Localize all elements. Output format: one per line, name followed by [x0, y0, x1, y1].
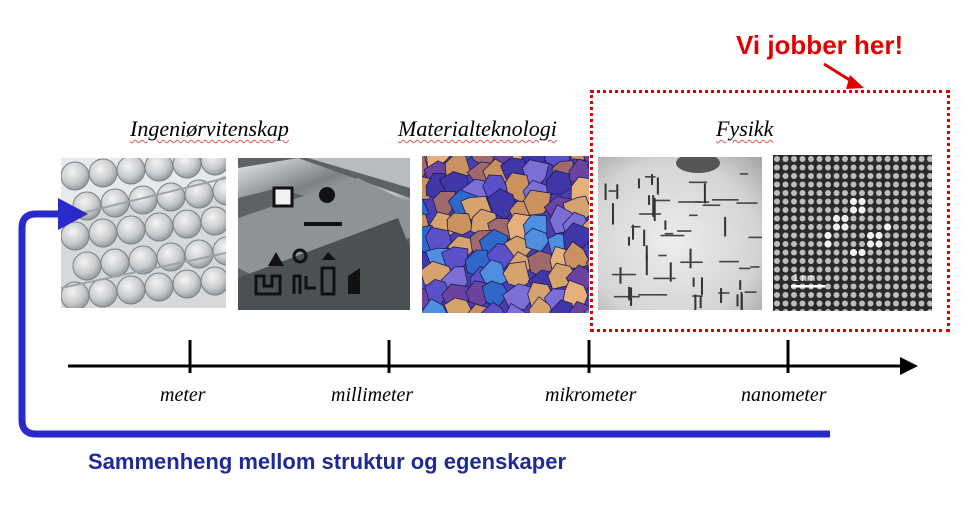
caption-text: Sammenheng mellom struktur og egenskaper [88, 449, 567, 474]
axis-arrowhead-icon [900, 357, 918, 375]
atomic-scalebar [791, 285, 825, 288]
highlight-box [590, 90, 950, 332]
precipitate-micrograph-image [598, 157, 762, 310]
scale-axis [68, 340, 918, 375]
atomic-resolution-image: 1 nm [773, 155, 932, 311]
scale-label-meter: meter [160, 384, 206, 406]
grain-structure-image [422, 156, 589, 313]
scale-label-millimeter: millimeter [331, 384, 414, 406]
feedback-arrow-icon [18, 198, 830, 438]
aluminium-bars-image [61, 158, 226, 308]
category-physics: Fysikk [716, 116, 774, 141]
scale-label-mikrometer: mikrometer [545, 384, 637, 406]
extrusion-profiles-image [238, 158, 410, 310]
scale-label-nanometer: nanometer [741, 384, 827, 406]
callout-arrow-icon [823, 62, 864, 89]
category-materials: Materialteknologi [398, 116, 557, 141]
category-engineering: Ingeniørvitenskap [130, 116, 289, 141]
atomic-scalebar-label: 1 nm [793, 273, 815, 284]
callout-text: Vi jobber her! [736, 30, 904, 60]
